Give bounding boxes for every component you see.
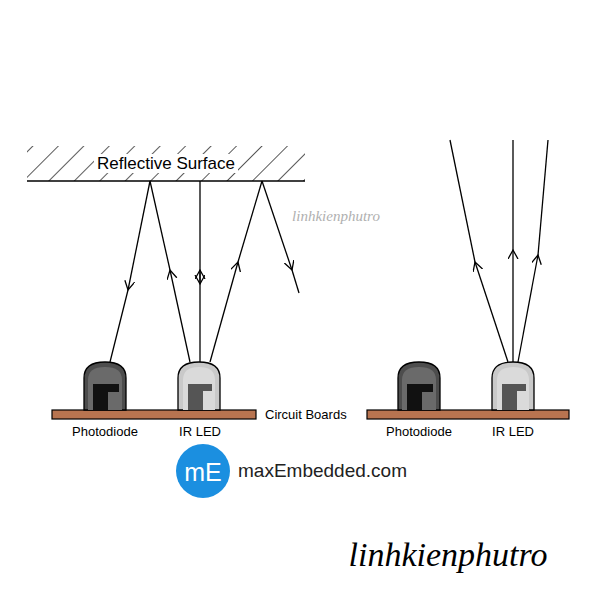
photodiode-symbol <box>398 362 440 410</box>
part-label: Photodiode <box>386 425 452 440</box>
watermark: linhkienphutro <box>349 535 548 574</box>
part-label: Circuit Boards <box>265 408 347 423</box>
circuit-board <box>52 410 256 419</box>
surface-band: Reflective Surface <box>27 146 305 181</box>
photodiode-symbol <box>84 362 126 410</box>
ir-led-symbol <box>492 362 534 410</box>
surface-line <box>27 180 305 182</box>
part-label: IR LED <box>179 425 221 440</box>
surface-label: Reflective Surface <box>94 154 238 174</box>
logo-wordmark: maxEmbedded.com <box>238 460 407 482</box>
logo-circle <box>176 444 230 498</box>
light-rays <box>110 140 548 362</box>
circuit-board <box>367 410 569 419</box>
logo-text: mE <box>184 458 222 487</box>
ir-led-symbol <box>178 362 220 410</box>
surface-hatch <box>27 146 305 181</box>
watermark: linhkienphutro <box>292 208 380 225</box>
part-label: IR LED <box>492 425 534 440</box>
part-label: Photodiode <box>72 425 138 440</box>
